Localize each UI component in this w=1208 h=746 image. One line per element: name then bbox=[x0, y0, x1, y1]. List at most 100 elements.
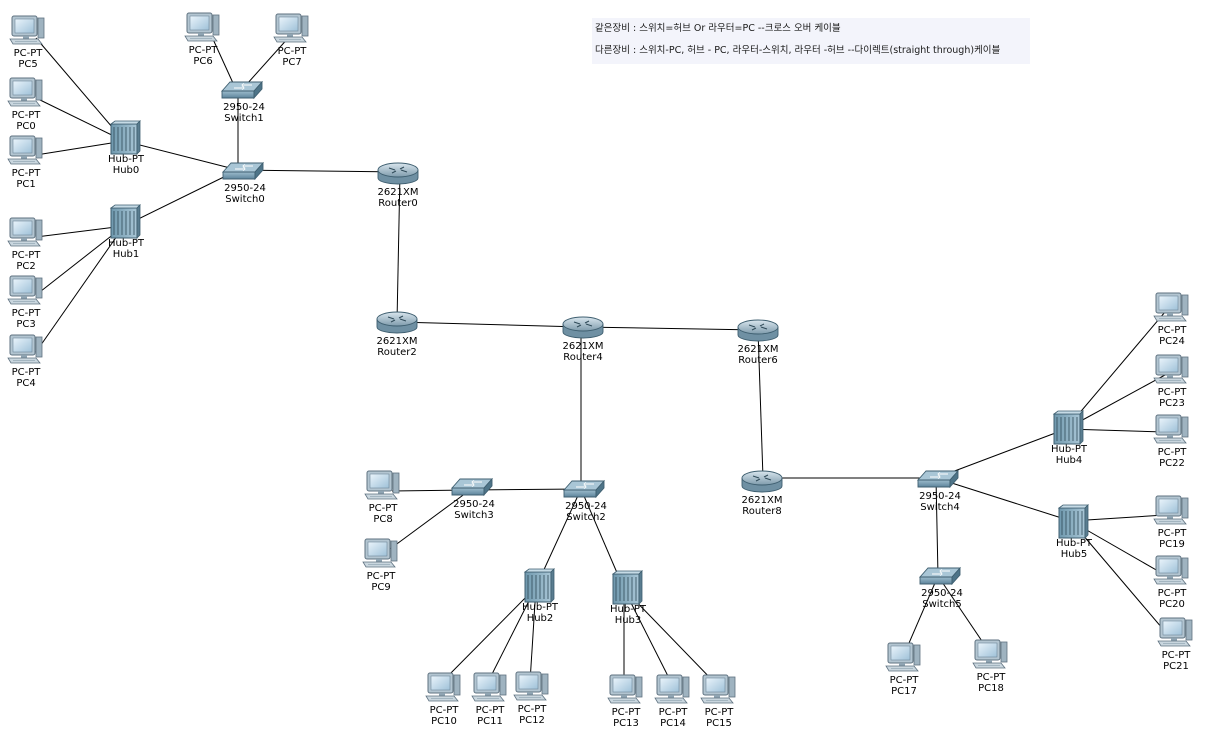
link-pc4-hub1[interactable] bbox=[35, 225, 125, 353]
link-hub2-pc12[interactable] bbox=[529, 586, 537, 683]
device-name-label: Hub1 bbox=[113, 249, 140, 260]
device-name-label: Hub4 bbox=[1056, 455, 1083, 466]
device-name-label: PC14 bbox=[660, 718, 686, 729]
link-router2-router4[interactable] bbox=[396, 321, 582, 328]
link-hub0-switch0[interactable] bbox=[123, 140, 239, 171]
link-pc1-hub0[interactable] bbox=[35, 140, 125, 156]
hub-icon bbox=[1057, 504, 1089, 539]
device-name-label: Router0 bbox=[378, 198, 418, 209]
pc-icon bbox=[362, 538, 398, 568]
link-hub3-pc15[interactable] bbox=[623, 588, 717, 685]
link-switch5-pc18[interactable] bbox=[937, 575, 989, 651]
note-different-devices: 다른장비 : 스위치-PC, 허브 - PC, 라우터-스위치, 라우터 -허브… bbox=[595, 45, 1001, 56]
pc-icon bbox=[471, 672, 507, 702]
link-switch4-hub4[interactable] bbox=[935, 428, 1067, 479]
device-name-label: PC4 bbox=[16, 378, 35, 389]
device-name-label: Switch4 bbox=[920, 502, 959, 513]
device-model-label: PC-PT bbox=[612, 707, 642, 718]
link-pc0-hub0[interactable] bbox=[35, 97, 125, 142]
device-model-label: PC-PT bbox=[1158, 325, 1188, 336]
router-icon bbox=[562, 316, 604, 339]
link-pc2-hub1[interactable] bbox=[35, 225, 125, 238]
link-switch4-hub5[interactable] bbox=[935, 477, 1072, 522]
link-switch4-switch5[interactable] bbox=[935, 477, 939, 577]
link-hub2-pc11[interactable] bbox=[487, 586, 537, 683]
device-model-label: 2621XM bbox=[378, 187, 419, 198]
device-model-label: PC-PT bbox=[1158, 447, 1188, 458]
hub-icon bbox=[523, 568, 555, 603]
link-pc9-switch3[interactable] bbox=[389, 489, 471, 550]
device-name-label: PC6 bbox=[193, 56, 212, 67]
link-pc3-hub1[interactable] bbox=[35, 225, 125, 296]
device-name-label: PC1 bbox=[16, 179, 35, 190]
device-model-label: Hub-PT bbox=[610, 604, 647, 615]
link-pc5-hub0[interactable] bbox=[35, 37, 125, 142]
link-hub4-pc24[interactable] bbox=[1065, 311, 1166, 430]
device-name-label: Switch0 bbox=[225, 194, 264, 205]
link-hub2-pc10[interactable] bbox=[441, 586, 537, 683]
pc-icon bbox=[7, 275, 43, 305]
pc-icon bbox=[425, 672, 461, 702]
link-hub1-switch0[interactable] bbox=[123, 169, 239, 227]
device-model-label: 2950-24 bbox=[565, 501, 607, 512]
device-name-label: Router6 bbox=[738, 355, 778, 366]
device-name-label: PC20 bbox=[1159, 599, 1185, 610]
pc-icon bbox=[885, 642, 921, 672]
link-router0-router2[interactable] bbox=[396, 171, 401, 323]
pc-icon bbox=[700, 674, 736, 704]
device-model-label: PC-PT bbox=[278, 46, 308, 57]
link-hub5-pc21[interactable] bbox=[1070, 520, 1169, 636]
link-hub3-pc14[interactable] bbox=[623, 588, 673, 685]
link-switch0-router0[interactable] bbox=[237, 169, 401, 173]
link-switch5-pc17[interactable] bbox=[905, 575, 939, 651]
link-router6-router8[interactable] bbox=[757, 329, 764, 479]
devices-layer: PC-PTPC5PC-PTPC0PC-PTPC1PC-PTPC2PC-PTPC3… bbox=[7, 12, 1193, 729]
device-model-label: PC-PT bbox=[1158, 387, 1188, 398]
device-name-label: PC9 bbox=[371, 582, 390, 593]
device-name-label: Hub2 bbox=[527, 613, 554, 624]
link-router4-router6[interactable] bbox=[580, 326, 759, 331]
